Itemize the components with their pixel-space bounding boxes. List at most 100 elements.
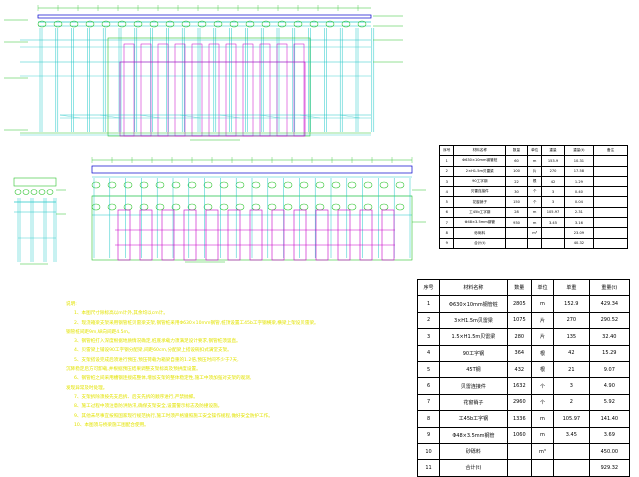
large-table-cell: 2 bbox=[553, 393, 590, 412]
large-table-cell: m bbox=[530, 426, 555, 444]
large-table-cell: 45T钢 bbox=[439, 360, 508, 379]
large-table-cell: 4.90 bbox=[588, 377, 631, 395]
large-table-cell: 135 bbox=[553, 328, 590, 346]
large-table-cell bbox=[506, 442, 532, 461]
large-table-cell: m³ bbox=[530, 442, 555, 461]
large-table-cell: 工45b工字钢 bbox=[439, 410, 508, 428]
bracing bbox=[299, 114, 321, 119]
plan-ellipse bbox=[379, 181, 389, 189]
small-table-cell: 42 bbox=[541, 175, 565, 188]
large-table-cell: 1336 bbox=[506, 410, 532, 428]
large-table-cell: 90工字钢 bbox=[439, 344, 508, 362]
plan-ellipse bbox=[219, 203, 229, 211]
small-table-cell: 3 bbox=[438, 175, 455, 188]
small-table-cell: m bbox=[526, 155, 543, 167]
small-table-cell: 8 bbox=[438, 227, 455, 239]
bearing-ellipse bbox=[229, 20, 239, 28]
construction-drawing bbox=[4, 5, 426, 265]
plan-ellipse bbox=[187, 203, 197, 211]
bearing-ellipse bbox=[325, 20, 335, 28]
large-table-cell: 2805 bbox=[506, 295, 532, 313]
small-table-cell: 10.31 bbox=[563, 155, 595, 167]
small-table-cell bbox=[593, 155, 628, 167]
plan-ellipse bbox=[155, 203, 165, 211]
plan-ellipse bbox=[139, 181, 149, 189]
plan-ellipse bbox=[203, 203, 213, 211]
small-table-cell: 重量 bbox=[541, 144, 565, 157]
small-table-cell bbox=[593, 206, 628, 219]
plan-ellipse bbox=[347, 203, 357, 211]
bearing-ellipse bbox=[197, 20, 207, 28]
plan-formwork bbox=[271, 209, 285, 261]
small-table-cell: 153.9 bbox=[541, 155, 565, 167]
bracing bbox=[99, 114, 121, 119]
note-line: 5、支架搭设完成后须进行预压,预压荷载为箱梁自重的1.2倍,预压时间不少于7天, bbox=[74, 357, 239, 363]
large-table-cell: 280 bbox=[506, 328, 532, 346]
plan-formwork bbox=[139, 209, 153, 261]
large-table-cell: 花窗销子 bbox=[439, 393, 508, 412]
small-table-cell: m³ bbox=[526, 227, 543, 239]
section-deck bbox=[13, 177, 57, 187]
small-table-cell: 0.04 bbox=[563, 196, 595, 208]
note-line: 10、本图须与桥梁施工图配合使用。 bbox=[74, 422, 149, 428]
plan-formwork bbox=[117, 209, 131, 261]
note-line: 4、贝雷梁上铺设90工字钢分配梁,间距60cm,分配梁上搭设碗扣式满堂支架。 bbox=[74, 348, 232, 354]
small-table-cell bbox=[593, 186, 628, 198]
small-table-cell: 100 bbox=[505, 165, 528, 177]
large-table-cell: 4 bbox=[416, 344, 441, 362]
plan-ellipse bbox=[331, 203, 341, 211]
large-table-cell: 21 bbox=[553, 360, 590, 379]
small-table-cell: 2×H1.5m贝雷梁 bbox=[453, 165, 507, 177]
small-table-cell bbox=[593, 217, 628, 229]
large-table-cell: 5 bbox=[416, 360, 441, 379]
small-table-cell: 材料名称 bbox=[453, 144, 507, 157]
bearing-ellipse bbox=[245, 20, 255, 28]
small-table-cell: 2 bbox=[438, 165, 455, 177]
large-table-cell bbox=[553, 459, 590, 477]
large-table-cell: 片 bbox=[530, 311, 555, 330]
plan-ellipse bbox=[283, 181, 293, 189]
small-table-cell: 150 bbox=[505, 196, 528, 208]
large-table-cell: m bbox=[530, 295, 555, 313]
bearing-ellipse bbox=[37, 20, 47, 28]
small-table-cell: 3 bbox=[541, 186, 565, 198]
plan-ellipse bbox=[267, 203, 277, 211]
plan-ellipse bbox=[379, 203, 389, 211]
small-table-cell: 30 bbox=[505, 186, 528, 198]
notes-heading: 说明: bbox=[66, 302, 77, 307]
small-table-cell bbox=[505, 227, 528, 239]
small-table-cell: 备注 bbox=[593, 144, 628, 157]
section-ellipse bbox=[14, 189, 22, 195]
small-table-cell: 28 bbox=[505, 206, 528, 219]
plan-view bbox=[91, 157, 426, 263]
plan-ellipse bbox=[363, 203, 373, 211]
small-table-cell: 4 bbox=[438, 186, 455, 198]
cross-section-view bbox=[13, 177, 66, 265]
small-table-cell bbox=[541, 237, 565, 249]
formwork-strip bbox=[174, 43, 186, 137]
large-table-cell: 3×H1.5m贝雷梁 bbox=[439, 311, 508, 330]
large-table-cell: 15.29 bbox=[588, 344, 631, 362]
large-table-cell: 432 bbox=[506, 360, 532, 379]
plan-ellipse bbox=[187, 181, 197, 189]
small-table-cell: 重量(t) bbox=[563, 144, 595, 157]
large-table-cell: 个 bbox=[530, 377, 555, 395]
plan-ellipse bbox=[123, 181, 133, 189]
small-table-cell: 105.97 bbox=[541, 206, 565, 219]
large-table-cell: 1075 bbox=[506, 311, 532, 330]
small-table-cell: Φ630×10mm钢管桩 bbox=[453, 155, 507, 167]
bracing bbox=[179, 114, 201, 119]
elevation-view bbox=[4, 5, 403, 141]
large-table-cell bbox=[530, 459, 555, 477]
plan-ellipse bbox=[347, 181, 357, 189]
bearing-ellipse bbox=[213, 20, 223, 28]
plan-ellipse bbox=[107, 203, 117, 211]
